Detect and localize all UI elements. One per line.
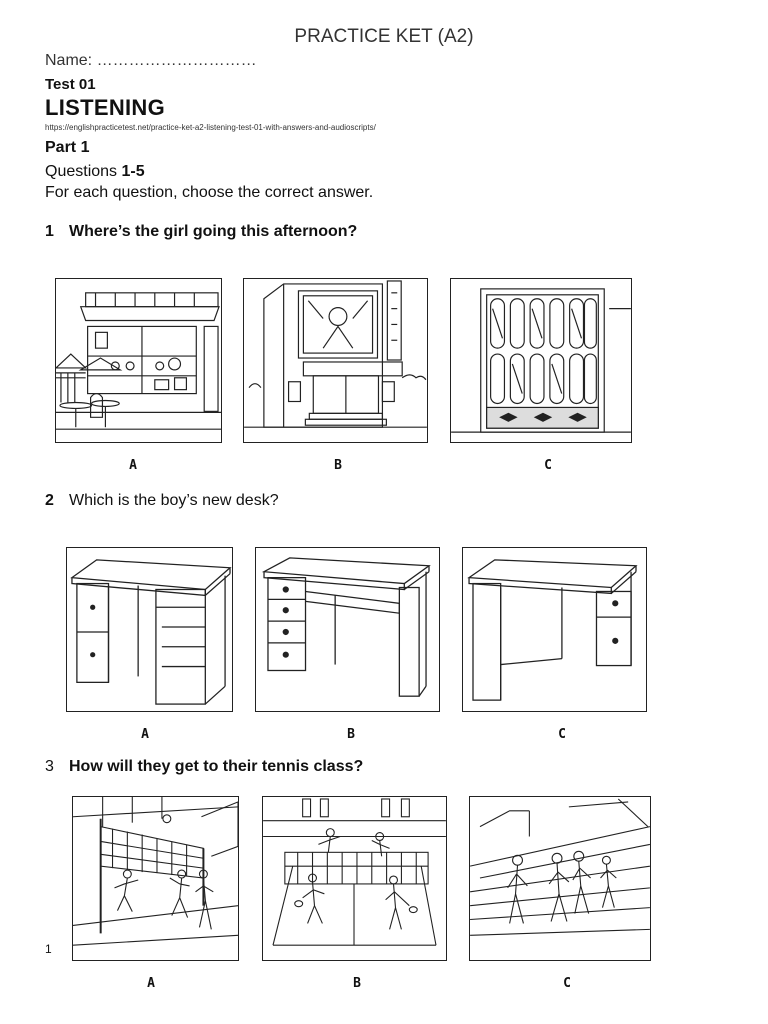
q2-option-c-label: C [558, 727, 566, 742]
desk-a-illustration [70, 559, 232, 705]
badminton-illustration [263, 798, 446, 946]
question-1: 1 Where’s the girl going this afternoon? [45, 223, 357, 241]
skateboard-shop-illustration [451, 288, 631, 433]
volleyball-illustration [73, 797, 238, 946]
question-3: 3 How will they get to their tennis class… [45, 758, 363, 776]
question-text: Where’s the girl going this afternoon? [69, 223, 358, 240]
q2-option-a-image[interactable] [66, 547, 233, 712]
question-number: 2 [45, 492, 54, 509]
q1-option-c-label: C [544, 458, 552, 473]
q1-option-b-label: B [334, 458, 342, 473]
q3-option-c-label: C [563, 976, 571, 991]
desk-b-illustration [261, 557, 431, 697]
questions-prefix: Questions [45, 163, 122, 180]
q1-option-a-label: A [129, 458, 137, 473]
instruction: For each question, choose the correct an… [45, 184, 374, 201]
q2-option-b-label: B [347, 727, 355, 742]
section-title: LISTENING [45, 95, 166, 120]
q3-option-a-image[interactable] [72, 796, 239, 961]
q3-option-a-label: A [147, 976, 155, 991]
q3-option-b-label: B [353, 976, 361, 991]
q3-option-b-image[interactable] [262, 796, 447, 961]
part-label: Part 1 [45, 139, 90, 156]
q1-option-a-image[interactable] [55, 278, 222, 443]
question-2: 2 Which is the boy’s new desk? [45, 492, 279, 510]
q2-option-a-label: A [141, 727, 149, 742]
question-number: 1 [45, 223, 54, 240]
page-number: 1 [45, 942, 52, 956]
name-line: Name: ………………………… [45, 52, 257, 69]
questions-range-number: 1-5 [121, 163, 145, 180]
desk-c-illustration [467, 559, 638, 701]
question-text: How will they get to their tennis class? [69, 758, 364, 775]
test-label: Test 01 [45, 76, 96, 93]
q3-option-c-image[interactable] [469, 796, 651, 961]
question-number: 3 [45, 758, 54, 775]
q1-option-b-image[interactable] [243, 278, 428, 443]
q2-option-c-image[interactable] [462, 547, 647, 712]
questions-range: Questions 1-5 [45, 163, 145, 181]
question-text: Which is the boy’s new desk? [69, 492, 279, 509]
cinema-illustration [244, 280, 427, 428]
q1-option-c-image[interactable] [450, 278, 632, 443]
q2-option-b-image[interactable] [255, 547, 440, 712]
cake-shop-illustration [56, 292, 221, 430]
walking-illustration [470, 798, 650, 936]
page-title: PRACTICE KET (A2) [294, 26, 474, 47]
source-url[interactable]: https://englishpracticetest.net/practice… [45, 123, 376, 132]
